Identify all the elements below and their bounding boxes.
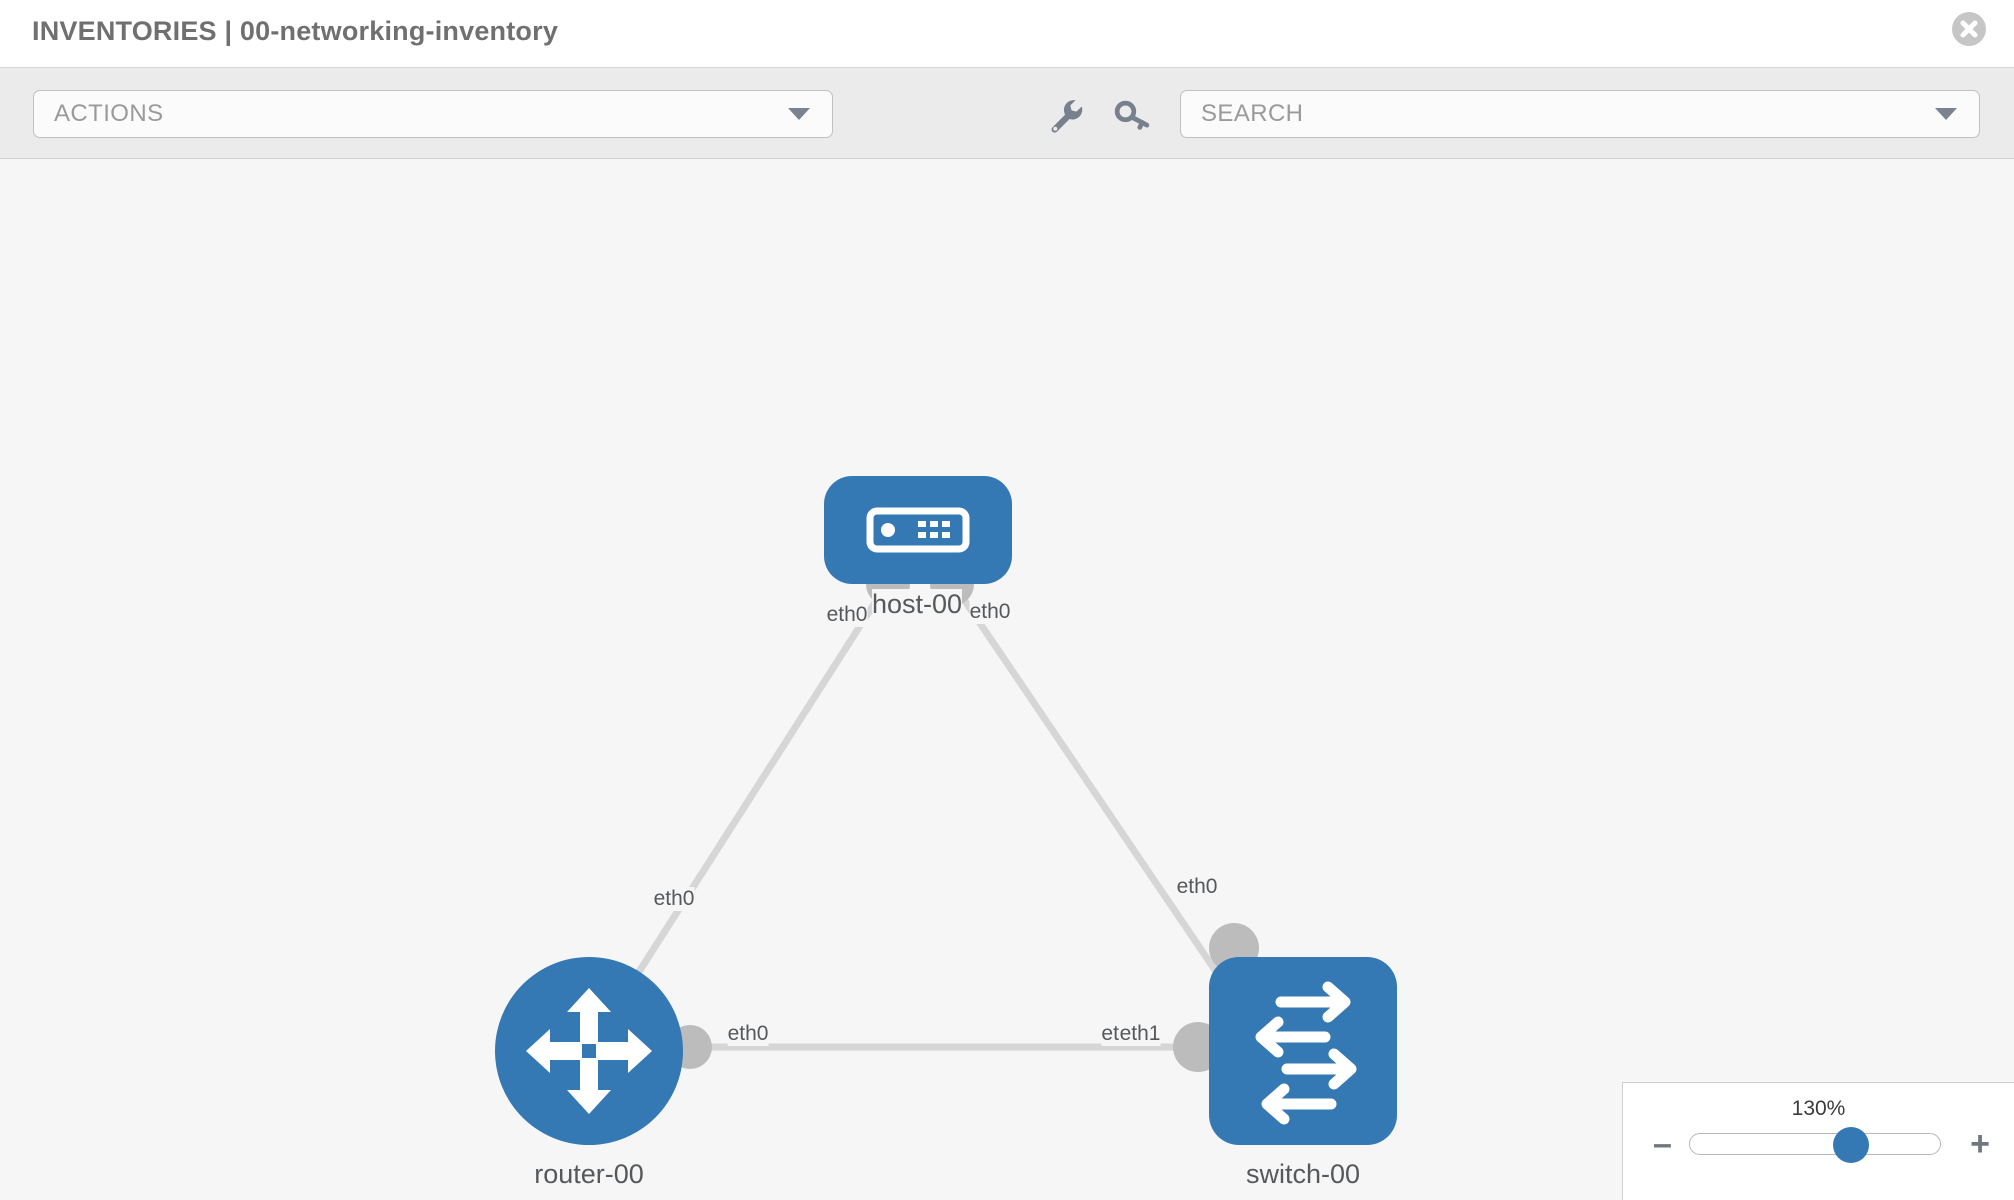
node-label-router-00: router-00 (534, 1159, 644, 1190)
iface-label: eth0 (1176, 875, 1218, 899)
router-arrows-icon (526, 988, 652, 1114)
edge-host00-router00[interactable] (609, 577, 893, 1016)
switch-arrows-icon (1255, 981, 1357, 1125)
node-switch-00[interactable] (1209, 957, 1397, 1145)
node-label-host-00: host-00 (871, 589, 963, 620)
plus-icon[interactable]: + (1970, 1125, 1990, 1163)
wrench-icon[interactable] (1047, 96, 1085, 134)
chevron-down-icon[interactable] (1935, 108, 1957, 120)
node-label-switch-00: switch-00 (1245, 1159, 1361, 1190)
zoom-slider[interactable] (1689, 1127, 1941, 1163)
topology-handles (668, 562, 1259, 1072)
chevron-down-icon (788, 108, 810, 120)
iface-label: eth0 (653, 887, 695, 911)
page-title: INVENTORIES | 00-networking-inventory (32, 16, 559, 46)
node-host-00[interactable] (824, 476, 1012, 584)
topology-edges (609, 577, 1241, 1051)
edge-host00-switch00[interactable] (947, 577, 1241, 1006)
page-header: INVENTORIES | 00-networking-inventory (0, 0, 2014, 68)
actions-dropdown[interactable]: ACTIONS (33, 90, 833, 138)
actions-dropdown-label: ACTIONS (54, 100, 164, 127)
iface-label: eth0 (826, 603, 868, 627)
topology-canvas[interactable]: eth0 eth0 eth0 eth0 eth0 eth eth1 host-0… (0, 159, 2014, 1200)
close-icon[interactable] (1952, 12, 1986, 46)
search-placeholder: SEARCH (1201, 100, 1304, 127)
node-router-00[interactable] (495, 957, 683, 1145)
iface-label: eth0 (727, 1022, 769, 1046)
toolbar: ACTIONS SEARCH (0, 68, 2014, 159)
iface-label: eth1 (1119, 1022, 1161, 1046)
zoom-slider-thumb[interactable] (1832, 1127, 1869, 1163)
iface-label: eth0 (969, 600, 1011, 624)
zoom-control: 130% – + (1622, 1082, 2014, 1200)
server-appliance-icon (866, 507, 970, 553)
search-input[interactable]: SEARCH (1180, 90, 1980, 138)
zoom-level-value: 130% (1791, 1097, 1846, 1120)
minus-icon[interactable]: – (1653, 1125, 1672, 1163)
key-icon[interactable] (1113, 96, 1151, 134)
topology-graph (495, 476, 1397, 1145)
